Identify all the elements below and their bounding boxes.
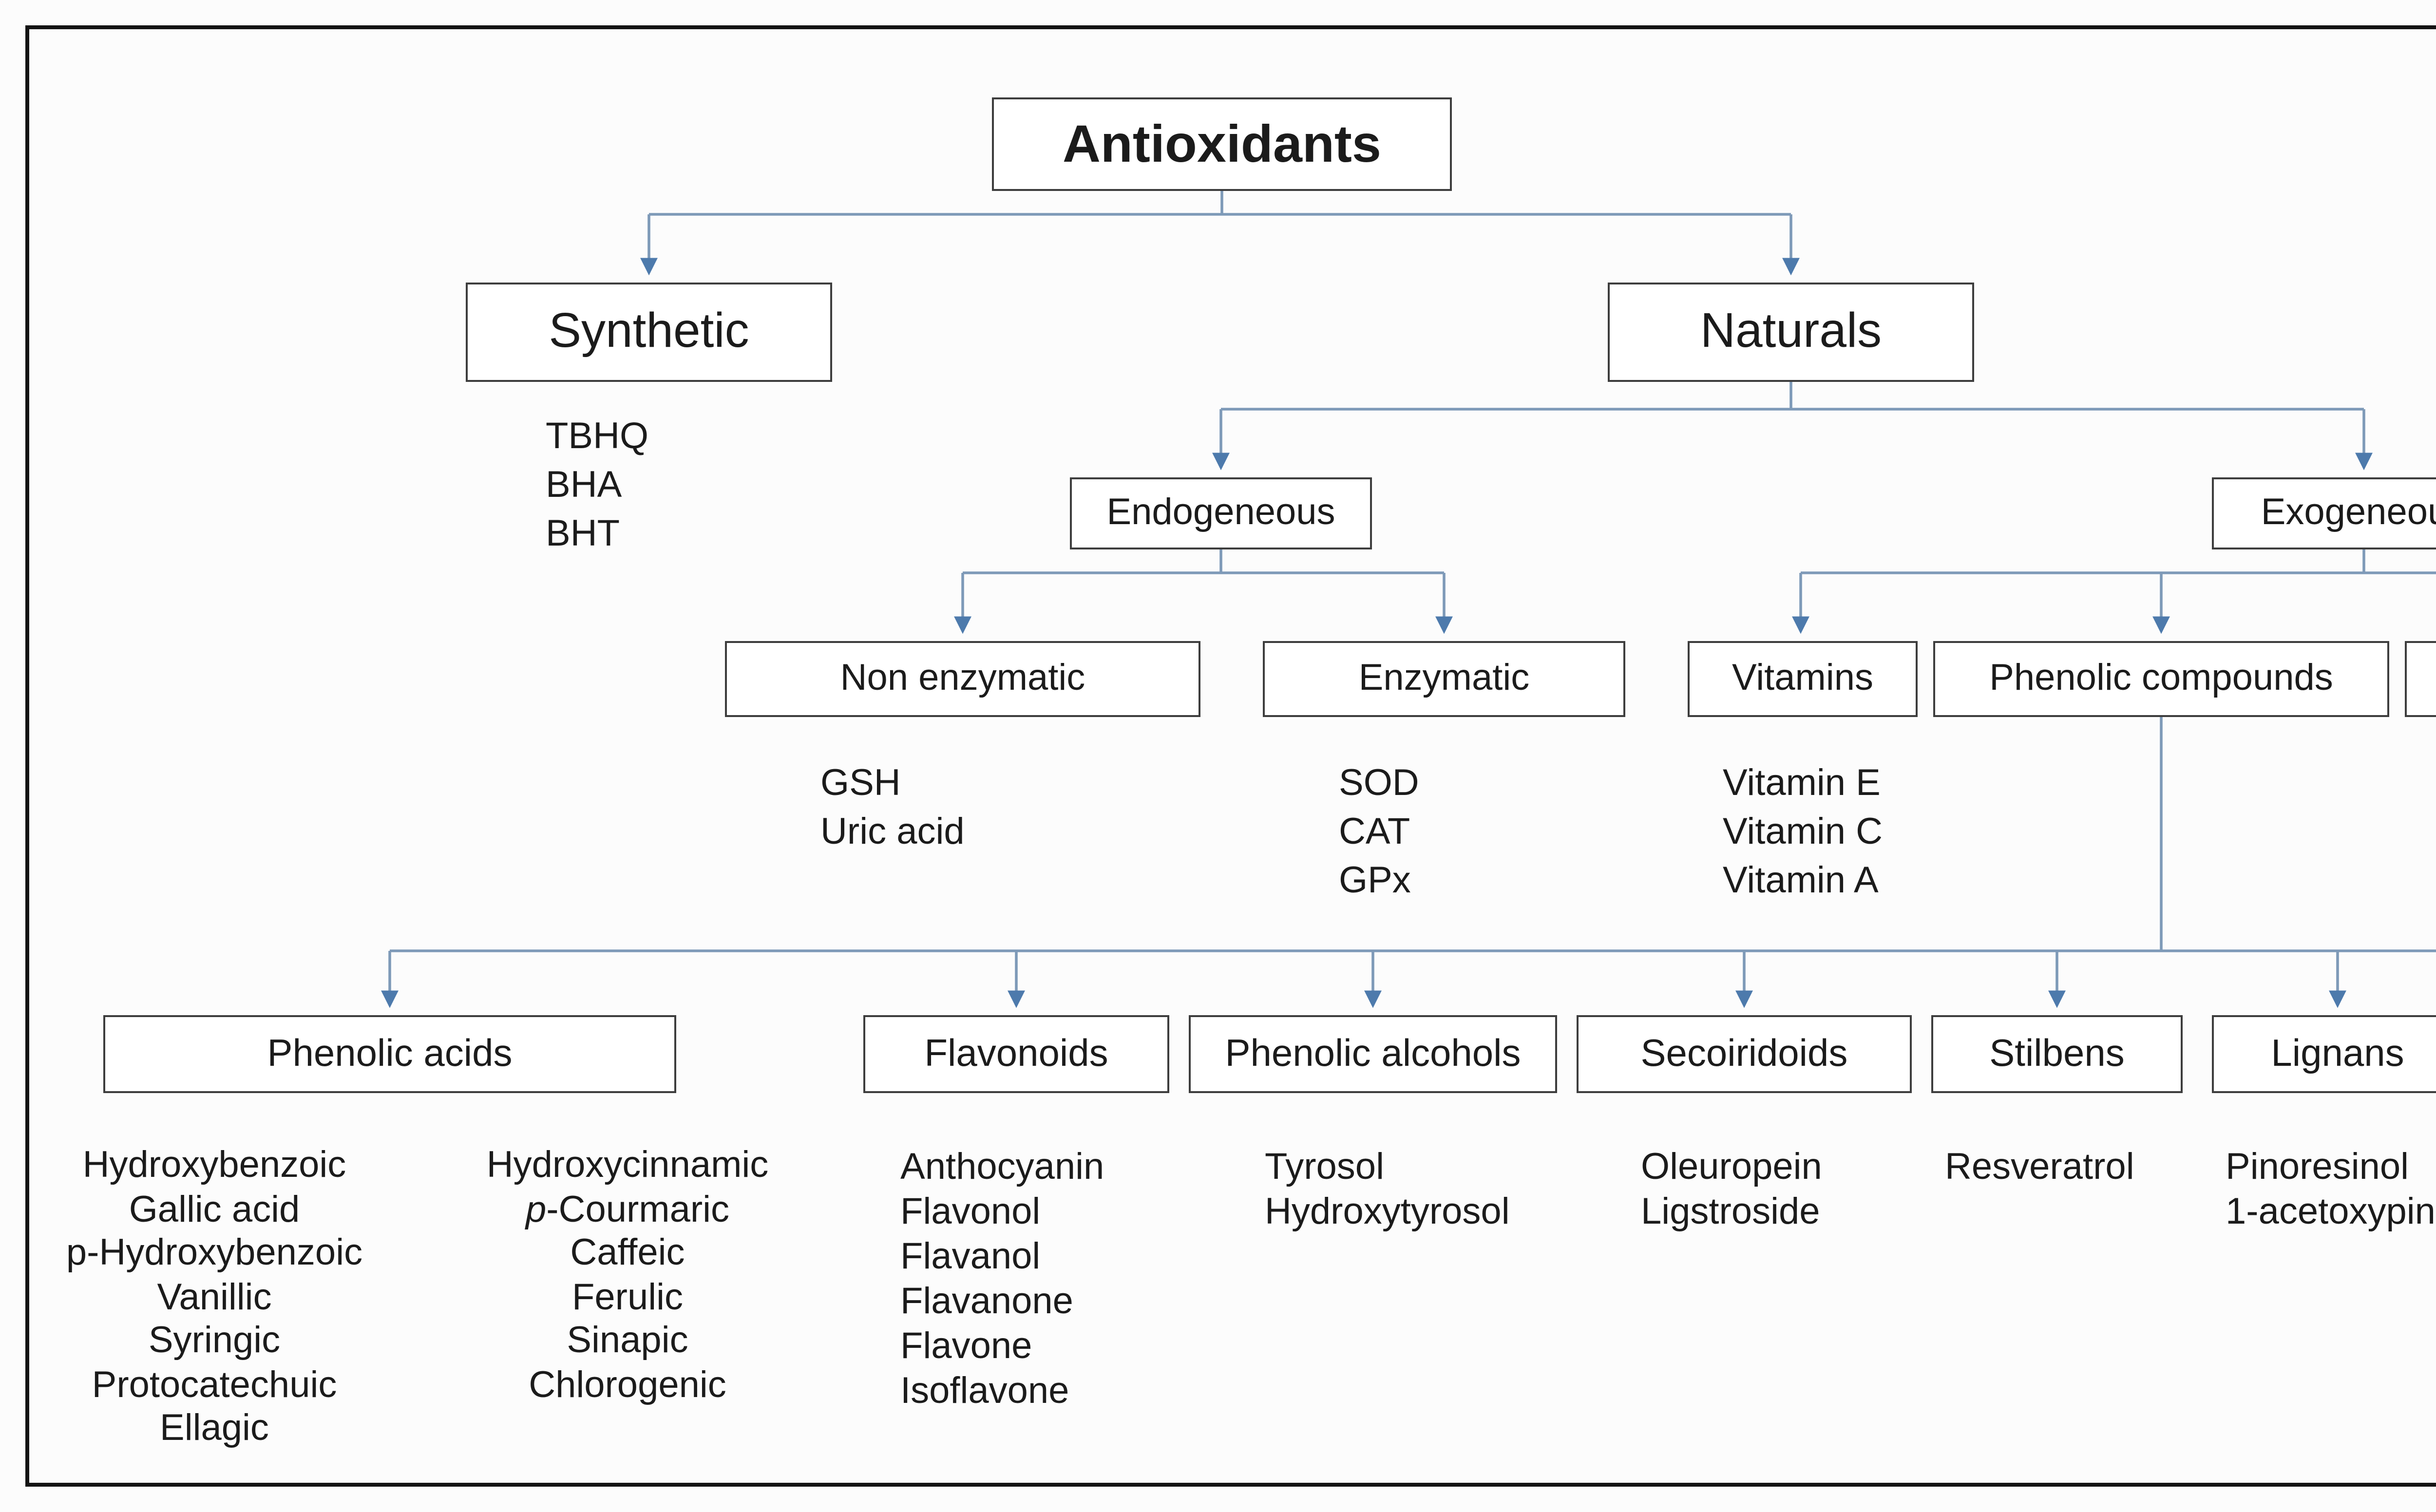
- list-item: Isoflavone: [900, 1372, 1069, 1413]
- list-item: Hydroxycinnamic: [486, 1146, 769, 1187]
- list-item: 1-acetoxypinoresinol: [2226, 1192, 2436, 1233]
- node-label: Enzymatic: [1358, 658, 1530, 699]
- node-non-enzymatic: Non enzymatic: [725, 641, 1200, 717]
- node-label: Endogeneous: [1106, 492, 1335, 533]
- list-item: Ellagic: [160, 1409, 269, 1450]
- node-label: Exogeneous: [2261, 492, 2436, 533]
- node-naturals: Naturals: [1608, 283, 1974, 382]
- node-phenolic-alcohols: Phenolic alcohols: [1189, 1015, 1557, 1093]
- node-phenolic-acids: Phenolic acids: [103, 1015, 676, 1093]
- list-item: Sinapic: [567, 1321, 688, 1362]
- list-item: Flavanone: [900, 1282, 1073, 1323]
- list-item: TBHQ: [546, 417, 649, 458]
- tree-trunk-lines: [390, 191, 2436, 952]
- list-item: Anthocyanin: [900, 1148, 1104, 1189]
- node-label: Phenolic alcohols: [1225, 1032, 1521, 1075]
- node-exogeneous: Exogeneous: [2212, 477, 2436, 549]
- list-item: Hydroxytyrosol: [1265, 1192, 1510, 1233]
- node-label: Phenolic compounds: [1989, 658, 2333, 699]
- list-item: p-Courmaric: [525, 1190, 730, 1230]
- list-item: Chlorogenic: [529, 1365, 726, 1406]
- list-item: Flavonol: [900, 1192, 1041, 1233]
- list-item: Tyrosol: [1265, 1148, 1384, 1189]
- node-label: Non enzymatic: [840, 658, 1085, 699]
- node-stilbens: Stilbens: [1931, 1015, 2183, 1093]
- node-antioxidants: Antioxidants: [992, 97, 1452, 191]
- enzymatic-examples-list: SOD CAT GPx: [1339, 760, 1419, 906]
- node-label: Flavonoids: [924, 1032, 1108, 1075]
- vitamins-examples-list: Vitamin E Vitamin C Vitamin A: [1723, 760, 1883, 906]
- list-item: Resveratrol: [1945, 1148, 2134, 1189]
- list-item: Flavone: [900, 1327, 1032, 1368]
- list-item: Ligstroside: [1641, 1192, 1820, 1233]
- node-label: Synthetic: [549, 304, 749, 359]
- non-enzymatic-examples-list: GSH Uric acid: [820, 760, 965, 857]
- list-item: Protocatechuic: [92, 1365, 337, 1406]
- node-label: Phenolic acids: [267, 1032, 513, 1075]
- list-item: CAT: [1339, 813, 1410, 853]
- node-trace-elements: Trace elements: [2405, 641, 2436, 717]
- node-label: Antioxidants: [1062, 114, 1381, 172]
- list-item: GSH: [820, 764, 901, 805]
- stilbens-examples-list: Resveratrol: [1945, 1146, 2134, 1191]
- list-item: Syringic: [148, 1321, 281, 1362]
- list-item: Pinoresinol: [2226, 1148, 2409, 1189]
- list-item: Vitamin A: [1723, 861, 1879, 902]
- list-item: Caffeic: [570, 1233, 685, 1274]
- list-item: p-Hydroxybenzoic: [66, 1233, 363, 1274]
- node-label: Naturals: [1700, 304, 1882, 359]
- node-label: Lignans: [2271, 1032, 2404, 1075]
- node-label: Secoiridoids: [1640, 1032, 1848, 1075]
- list-item: Flavanol: [900, 1237, 1041, 1278]
- list-item: Ferulic: [571, 1277, 683, 1318]
- synthetic-examples-list: TBHQ BHA BHT: [546, 413, 648, 559]
- list-item: Uric acid: [820, 813, 965, 853]
- node-synthetic: Synthetic: [466, 283, 832, 382]
- list-item: Vitamin C: [1723, 813, 1883, 853]
- node-enzymatic: Enzymatic: [1263, 641, 1625, 717]
- list-item: Vitamin E: [1723, 764, 1881, 805]
- node-phenolic-compounds: Phenolic compounds: [1933, 641, 2389, 717]
- list-item: BHT: [546, 514, 620, 555]
- node-endogeneous: Endogeneous: [1070, 477, 1372, 549]
- list-item: BHA: [546, 466, 622, 507]
- node-label: Stilbens: [1989, 1032, 2125, 1075]
- node-label: Vitamins: [1732, 658, 1873, 699]
- list-item: GPx: [1339, 861, 1411, 902]
- list-item: SOD: [1339, 764, 1419, 805]
- node-secoiridoids: Secoiridoids: [1577, 1015, 1912, 1093]
- node-lignans: Lignans: [2212, 1015, 2436, 1093]
- list-item: Hydroxybenzoic: [82, 1146, 346, 1187]
- node-flavonoids: Flavonoids: [863, 1015, 1169, 1093]
- list-item: Vanillic: [157, 1277, 272, 1318]
- outer-frame: [25, 25, 2436, 1487]
- list-item: Gallic acid: [129, 1190, 300, 1230]
- node-vitamins: Vitamins: [1688, 641, 1918, 717]
- list-item: Oleuropein: [1641, 1148, 1822, 1189]
